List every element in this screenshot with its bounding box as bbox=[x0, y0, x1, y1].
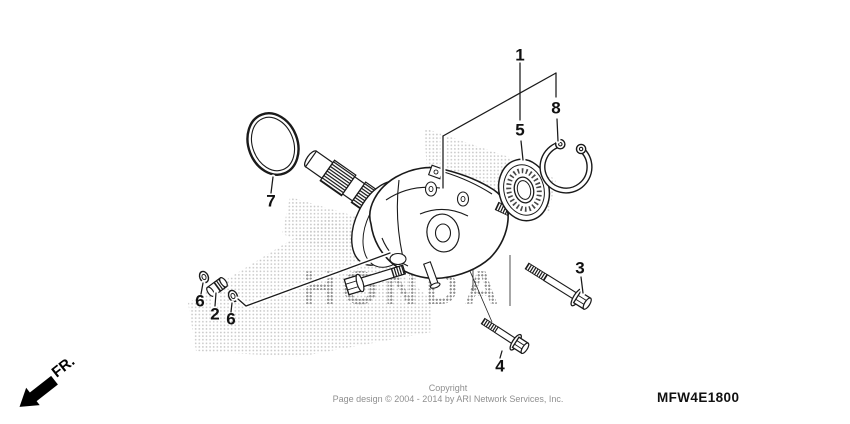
case-joint-bolt bbox=[343, 264, 407, 296]
diagram-code: MFW4E1800 bbox=[657, 390, 740, 405]
copyright-line2: Page design © 2004 - 2014 by ARI Network… bbox=[332, 393, 564, 404]
washer-part-6-lower bbox=[227, 289, 239, 303]
callout-8: 8 bbox=[551, 98, 561, 118]
callout-1: 1 bbox=[515, 45, 525, 65]
callout-6-lower: 6 bbox=[226, 309, 236, 329]
side-gear-case bbox=[343, 164, 512, 296]
copyright-note: Copyright Page design © 2004 - 2014 by A… bbox=[333, 383, 564, 404]
flange-bolt-part-4 bbox=[480, 317, 530, 355]
callout-5: 5 bbox=[515, 120, 525, 140]
callout-2: 2 bbox=[210, 304, 220, 324]
callout-4: 4 bbox=[495, 356, 505, 376]
bearing-part-5 bbox=[497, 158, 551, 222]
callout-7: 7 bbox=[266, 191, 276, 211]
copyright-line1: Copyright bbox=[428, 383, 468, 393]
snap-ring-part-8 bbox=[539, 138, 593, 194]
o-ring-part-7 bbox=[246, 112, 300, 176]
callout-3: 3 bbox=[575, 258, 585, 278]
leader-lines bbox=[198, 60, 586, 361]
washer-part-6-upper bbox=[198, 270, 210, 284]
callout-6-upper: 6 bbox=[195, 291, 205, 311]
flange-bolt-part-3 bbox=[524, 262, 592, 310]
plug-part-2 bbox=[206, 277, 228, 297]
